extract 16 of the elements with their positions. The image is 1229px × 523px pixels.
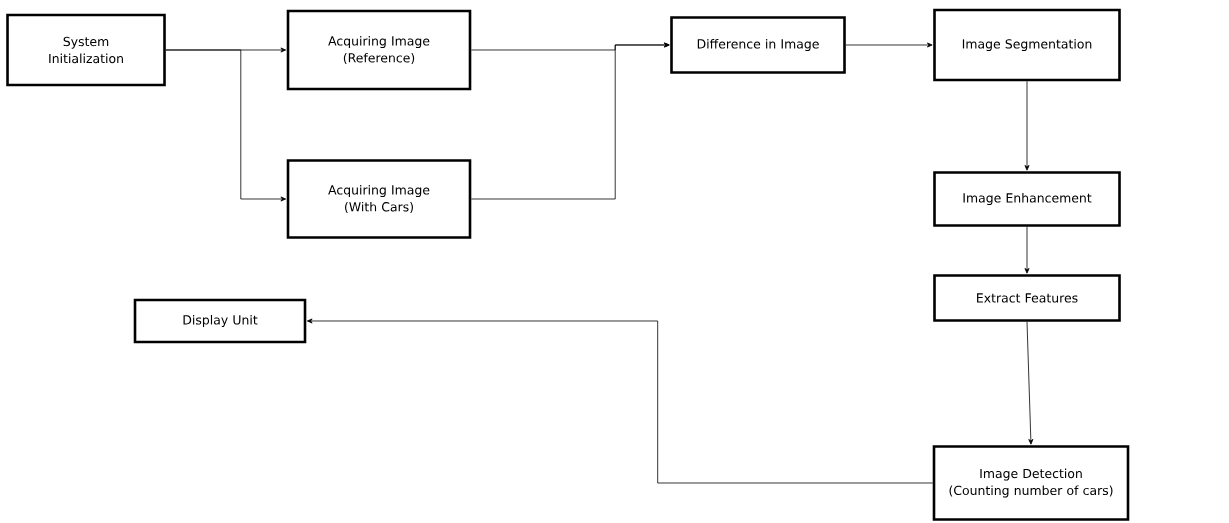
process-box: Extract Features	[933, 274, 1121, 322]
process-box: Difference in Image	[670, 16, 846, 74]
arrow	[1026, 321, 1034, 445]
arrow	[165, 49, 287, 202]
process-box: Acquiring Image (Reference)	[286, 9, 472, 91]
process-box: Image Detection (Counting number of cars)	[932, 445, 1130, 521]
arrow	[1024, 226, 1030, 274]
process-box: Acquiring Image (With Cars)	[286, 159, 472, 239]
process-box: System Initialization	[6, 13, 166, 87]
process-box: Display Unit	[133, 298, 307, 344]
arrow	[306, 318, 934, 484]
arrow	[470, 42, 670, 200]
arrow	[1024, 80, 1030, 171]
process-box: Image Segmentation	[933, 8, 1121, 82]
process-box: Image Enhancement	[933, 171, 1121, 227]
arrow	[845, 42, 933, 48]
